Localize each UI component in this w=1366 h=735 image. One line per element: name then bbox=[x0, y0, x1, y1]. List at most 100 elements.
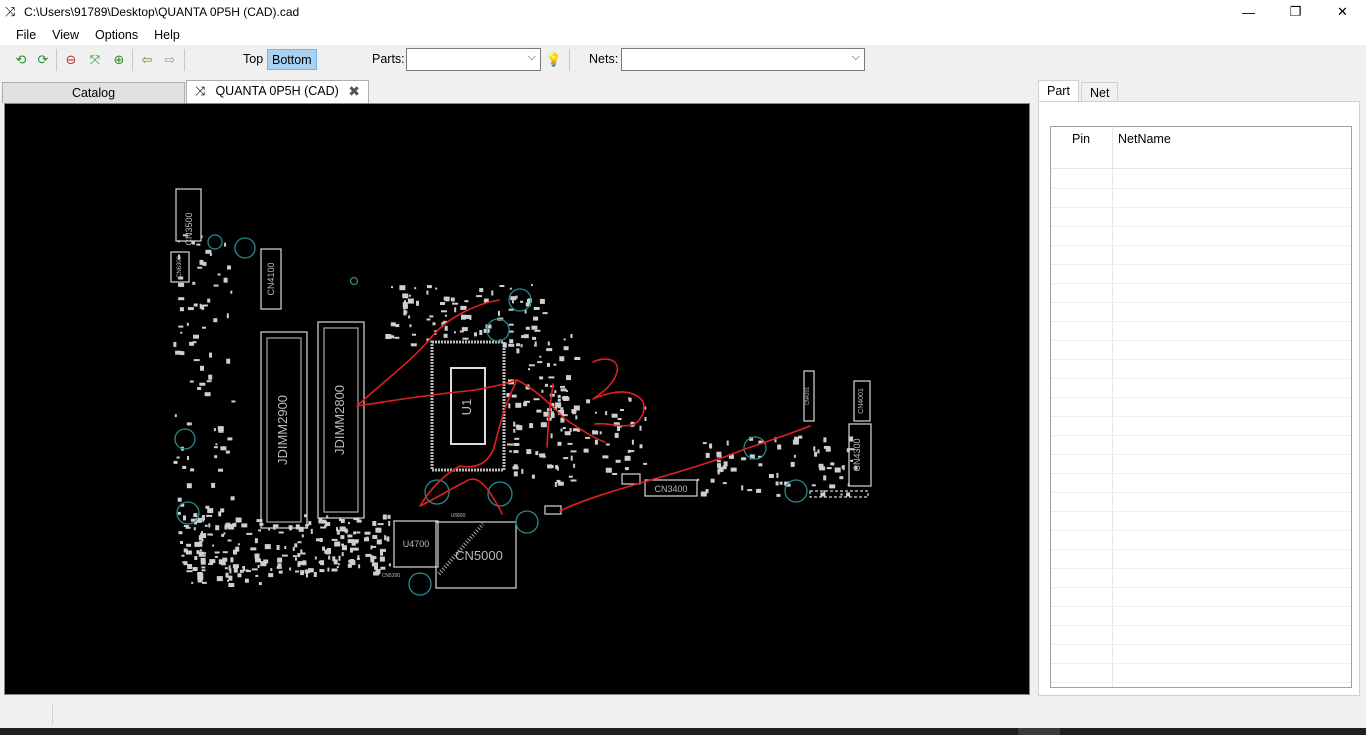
smd-pad bbox=[639, 444, 643, 449]
tab-net-label: Net bbox=[1090, 86, 1110, 100]
smd-pad bbox=[784, 481, 790, 486]
smd-pad bbox=[382, 514, 387, 520]
smd-pad bbox=[301, 534, 304, 538]
pin-net-grid[interactable]: Pin NetName bbox=[1050, 126, 1352, 688]
parts-combobox[interactable]: ⌵ bbox=[406, 48, 541, 71]
smd-pad bbox=[509, 450, 513, 453]
smd-pad bbox=[214, 455, 218, 459]
smd-pad bbox=[223, 532, 226, 535]
smd-pad bbox=[850, 459, 854, 462]
tab-board-label: QUANTA 0P5H (CAD) bbox=[215, 84, 339, 98]
zoom-in-icon[interactable]: ⊕ bbox=[113, 52, 125, 67]
menu-bar: File View Options Help bbox=[0, 24, 1366, 45]
smd-pad bbox=[354, 540, 359, 544]
smd-pad bbox=[256, 519, 263, 523]
smd-pad bbox=[560, 385, 565, 388]
smd-pad bbox=[476, 295, 483, 298]
smd-pad bbox=[204, 524, 208, 527]
smd-pad bbox=[542, 312, 548, 315]
smd-pad bbox=[717, 468, 721, 473]
smd-pad bbox=[298, 526, 304, 532]
smd-pad bbox=[592, 430, 599, 435]
smd-pad bbox=[543, 411, 550, 417]
close-button[interactable]: ✕ bbox=[1337, 4, 1348, 19]
smd-pad bbox=[854, 465, 858, 470]
tab-part[interactable]: Part bbox=[1038, 80, 1079, 102]
smd-pad bbox=[250, 547, 257, 551]
menu-view[interactable]: View bbox=[52, 27, 80, 42]
tab-catalog[interactable]: Catalog bbox=[2, 82, 185, 103]
maximize-button[interactable]: ❐ bbox=[1289, 4, 1302, 19]
smd-pad bbox=[272, 524, 276, 530]
smd-pad bbox=[547, 464, 553, 469]
smd-pad bbox=[288, 525, 293, 530]
smd-pad bbox=[206, 380, 212, 383]
smd-pad bbox=[227, 265, 231, 270]
smd-pad bbox=[201, 566, 206, 569]
smd-pad bbox=[444, 325, 448, 331]
smd-pad bbox=[331, 568, 338, 572]
smd-pad bbox=[183, 515, 186, 521]
rotate-left-icon[interactable]: ⟲ bbox=[15, 52, 27, 67]
menu-options[interactable]: Options bbox=[95, 27, 139, 42]
smd-pad bbox=[563, 457, 569, 460]
menu-file[interactable]: File bbox=[16, 27, 37, 42]
smd-pad bbox=[200, 533, 207, 539]
nets-combobox[interactable]: ⌵ bbox=[621, 48, 865, 71]
smd-pad bbox=[297, 553, 301, 558]
minimize-button[interactable]: — bbox=[1242, 4, 1255, 20]
smd-pad bbox=[217, 426, 224, 432]
forward-arrow-icon[interactable]: ⇨ bbox=[164, 52, 176, 67]
tab-board[interactable]: ⤨ QUANTA 0P5H (CAD) ✖ bbox=[186, 80, 369, 103]
smd-pad bbox=[257, 564, 260, 568]
back-arrow-icon[interactable]: ⇦ bbox=[141, 52, 153, 67]
smd-pad bbox=[305, 524, 309, 527]
smd-pad bbox=[461, 327, 468, 332]
smd-pad bbox=[561, 414, 568, 417]
smd-pad bbox=[513, 428, 516, 433]
smd-pad bbox=[192, 341, 197, 344]
smd-pad bbox=[513, 471, 518, 477]
zoom-out-icon[interactable]: ⊖ bbox=[65, 52, 77, 67]
column-header-pin[interactable]: Pin bbox=[1072, 132, 1091, 146]
side-top-button[interactable]: Top bbox=[243, 52, 264, 66]
smd-pad bbox=[193, 303, 198, 307]
smd-pad bbox=[177, 497, 182, 502]
smd-pad bbox=[295, 524, 300, 530]
smd-pad bbox=[561, 396, 566, 400]
smd-pad bbox=[525, 326, 530, 330]
cn4300-outline bbox=[848, 423, 872, 487]
smd-pad bbox=[508, 323, 514, 326]
board-canvas[interactable]: CN3500 CN4100 CN6300 JDIMM2900 JDIMM2800… bbox=[4, 103, 1030, 695]
smd-pad bbox=[297, 561, 303, 566]
smd-pad bbox=[227, 539, 232, 542]
tab-net[interactable]: Net bbox=[1081, 82, 1119, 102]
smd-pad bbox=[620, 409, 624, 411]
side-bottom-button[interactable]: Bottom bbox=[267, 49, 317, 70]
column-header-netname[interactable]: NetName bbox=[1118, 132, 1171, 146]
smd-pad bbox=[241, 523, 248, 528]
smd-pad bbox=[186, 543, 192, 547]
smd-pad bbox=[197, 572, 203, 577]
smd-pad bbox=[199, 549, 202, 552]
smd-pad bbox=[469, 314, 472, 320]
close-tab-icon[interactable]: ✖ bbox=[348, 83, 360, 99]
smd-pad bbox=[264, 544, 271, 550]
smd-pad bbox=[749, 454, 755, 460]
smd-pad bbox=[426, 318, 431, 321]
smd-pad bbox=[839, 476, 844, 480]
smd-pad bbox=[186, 322, 189, 326]
smd-pad bbox=[523, 402, 528, 407]
smd-pad bbox=[213, 318, 218, 323]
menu-help[interactable]: Help bbox=[154, 27, 180, 42]
rotate-right-icon[interactable]: ⟳ bbox=[37, 52, 49, 67]
board-drawing[interactable]: CN3500 CN4100 CN6300 JDIMM2900 JDIMM2800… bbox=[5, 104, 1031, 696]
smd-pad bbox=[539, 453, 546, 458]
smd-pad bbox=[212, 544, 215, 547]
smd-pad bbox=[526, 449, 532, 455]
smd-pad bbox=[328, 555, 331, 560]
zoom-fit-icon[interactable]: ⤧ bbox=[89, 52, 101, 67]
smd-pad bbox=[178, 276, 184, 280]
lightbulb-icon[interactable]: 💡 bbox=[545, 52, 563, 67]
smd-pad bbox=[407, 298, 414, 304]
